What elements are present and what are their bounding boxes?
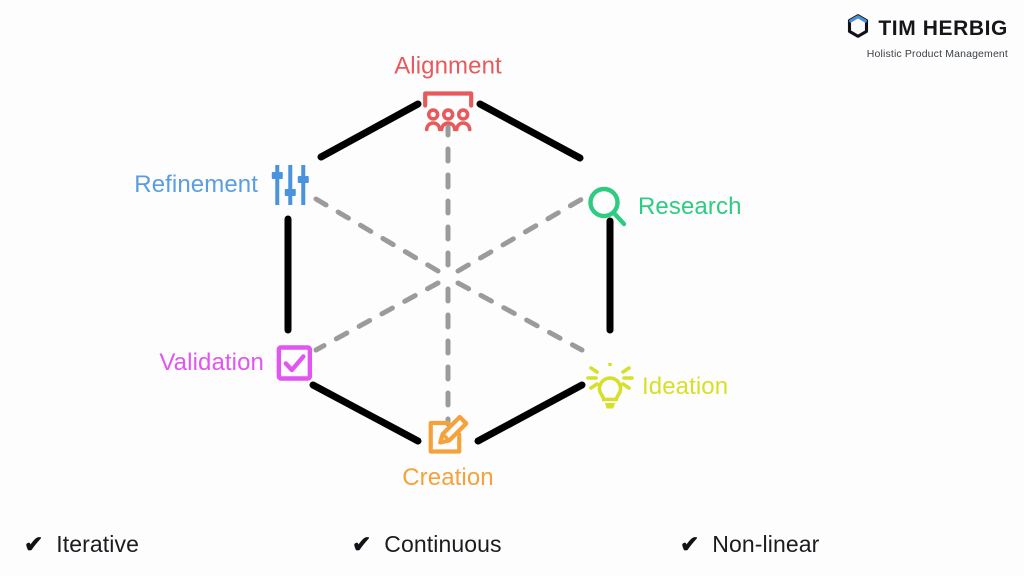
node-ideation-label: Ideation [642, 373, 729, 400]
checked-checkbox-icon [276, 345, 312, 381]
edge-creation-validation [309, 381, 422, 445]
edge-ideation-creation [474, 381, 586, 445]
attribute-label: Non-linear [712, 530, 820, 557]
attribute-label: Continuous [384, 530, 502, 557]
node-validation-label: Validation [159, 349, 264, 376]
node-validation[interactable]: Validation [159, 345, 312, 381]
hexagon-edges [284, 100, 614, 445]
spoke-center-refinement [313, 196, 441, 274]
attribute-iterative: ✔ Iterative [24, 531, 139, 558]
attribute-continuous: ✔ Continuous [352, 531, 502, 558]
node-alignment[interactable]: Alignment [394, 53, 502, 132]
node-alignment-label: Alignment [394, 52, 502, 80]
check-icon: ✔ [352, 530, 372, 557]
node-ideation[interactable]: Ideation [584, 363, 728, 411]
check-icon: ✔ [680, 530, 700, 557]
node-research[interactable]: Research [586, 185, 742, 229]
brand-name: TIM HERBIG [878, 16, 1008, 40]
attribute-non-linear: ✔ Non-linear [680, 531, 819, 558]
brand-row: TIM HERBIG [847, 14, 1008, 42]
dashed-spokes [313, 121, 585, 427]
edit-pencil-square-icon [426, 412, 470, 456]
node-refinement-label: Refinement [134, 171, 258, 198]
solid-edges [284, 100, 614, 445]
lightbulb-icon [584, 363, 636, 411]
magnifier-icon [586, 185, 628, 229]
sliders-equalizer-icon [270, 163, 310, 207]
node-refinement[interactable]: Refinement [134, 163, 310, 207]
spoke-center-ideation [455, 280, 585, 353]
spoke-center-research [455, 196, 585, 274]
node-research-label: Research [638, 193, 742, 220]
edge-alignment-research [476, 100, 584, 162]
node-creation-label: Creation [402, 464, 494, 491]
team-meeting-icon [418, 90, 478, 132]
hexagon-logo-icon [847, 14, 869, 42]
attributes-bar: ✔ Iterative ✔ Continuous ✔ Non-linear [0, 512, 1024, 576]
brand-tagline: Holistic Product Management [866, 48, 1008, 60]
node-creation[interactable]: Creation [402, 412, 494, 492]
hexagon-diagram: Alignment R [134, 53, 742, 492]
check-icon: ✔ [24, 530, 44, 557]
edge-refinement-alignment [317, 100, 422, 161]
attribute-label: Iterative [56, 530, 139, 557]
brand-logo: TIM HERBIG Holistic Product Management [847, 14, 1008, 60]
spoke-center-validation [313, 280, 441, 353]
